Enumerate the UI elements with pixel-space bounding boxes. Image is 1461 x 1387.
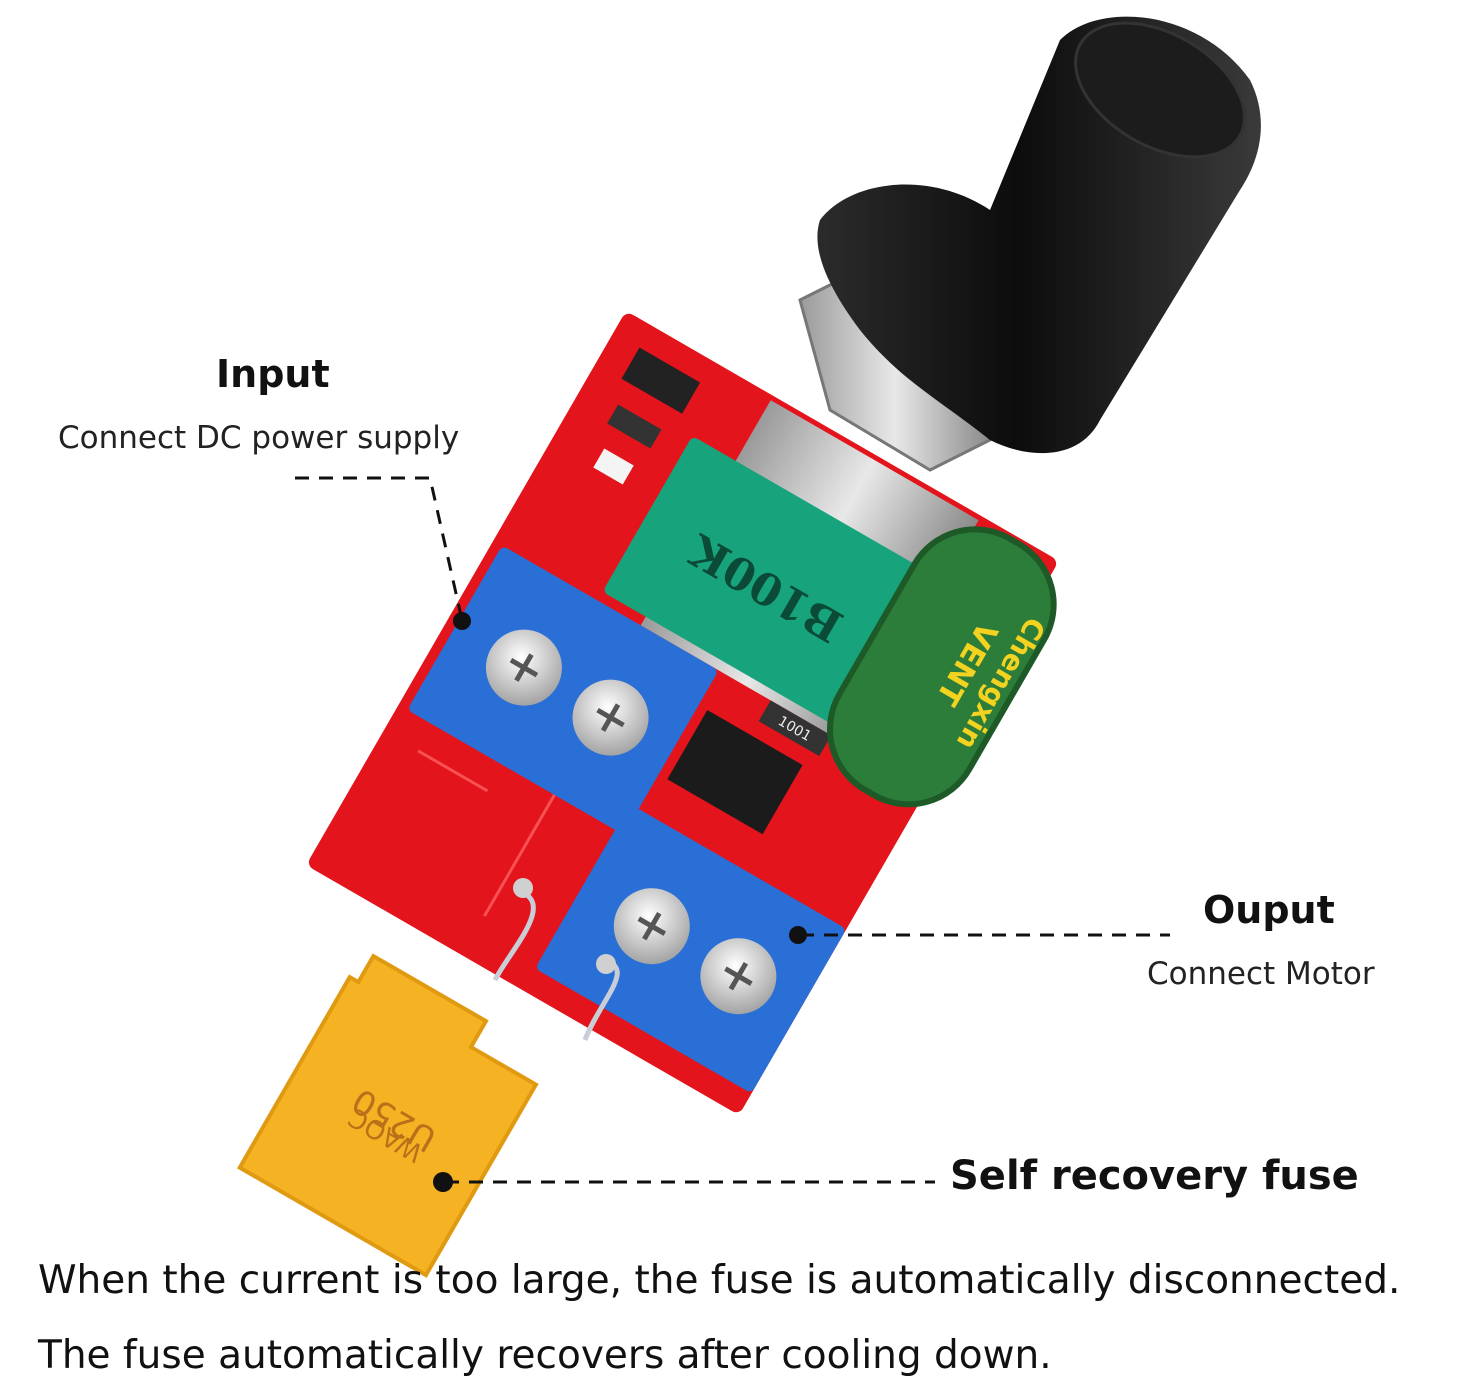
- fuse-callout-dot: [433, 1172, 453, 1192]
- smd-resistor-top: [607, 404, 662, 449]
- output-description: Connect Motor: [1147, 956, 1375, 992]
- smd-resistor-mid: [758, 700, 832, 757]
- output-terminal-block: [537, 806, 845, 1092]
- input-callout-dot: [453, 612, 471, 630]
- smd-diode: [621, 347, 701, 414]
- note-line-2: The fuse automatically recovers after co…: [38, 1333, 1052, 1378]
- knob-assembly: [798, 16, 1261, 472]
- output-title: Ouput: [1203, 888, 1335, 932]
- input-description: Connect DC power supply: [58, 420, 460, 456]
- mosfet: [667, 710, 803, 835]
- fuse-title: Self recovery fuse: [950, 1153, 1359, 1199]
- note-line-1: When the current is too large, the fuse …: [38, 1258, 1401, 1303]
- input-title: Input: [216, 352, 330, 396]
- input-terminal-block: [409, 547, 717, 833]
- smd-led: [593, 448, 634, 485]
- output-callout-dot: [789, 926, 807, 944]
- input-callout: [295, 476, 464, 621]
- self-recovery-fuse: U250 WAOC: [237, 953, 539, 1278]
